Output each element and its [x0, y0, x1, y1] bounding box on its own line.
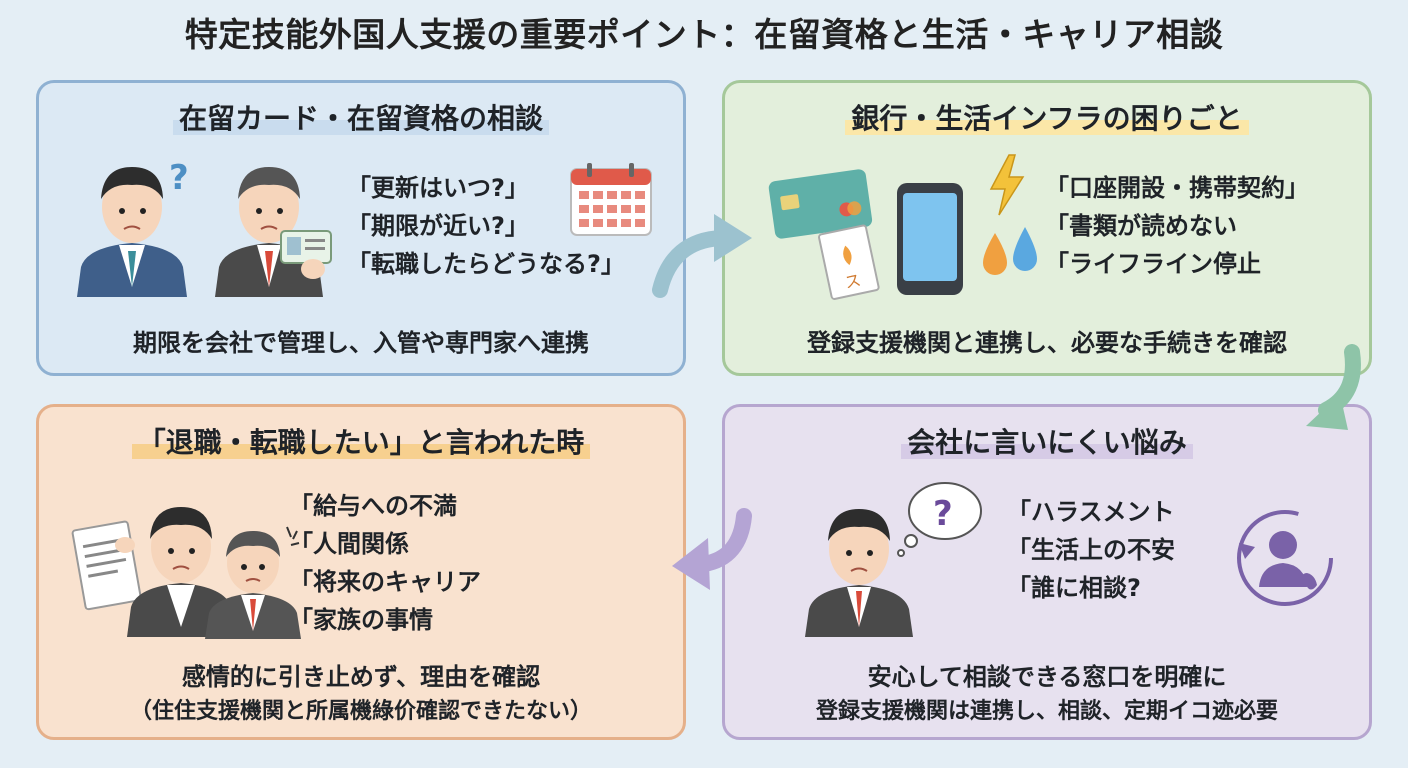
quote-item: 「将来のキャリア — [289, 568, 481, 596]
page-title: 特定技能外国人支援の重要ポイント：在留資格と生活・キャリア相談 — [184, 15, 1224, 54]
manager-worker-icon — [205, 526, 301, 639]
panel-infra-title: 銀行・生活インフラの困りごと — [725, 97, 1369, 137]
quote-item: 「給与への不満 — [289, 492, 457, 520]
panel-worries: 会社に言いにくい悩み ? 「ハラスメント 「生活上の不安 「誰に相談? 安心して… — [722, 404, 1372, 740]
quote-item: 「人間関係 — [289, 530, 409, 558]
flow-arrow-left-icon — [672, 508, 752, 590]
quote-item: 「生活上の不安 — [1007, 536, 1175, 564]
quote-item: 「期限が近い?」 — [347, 212, 529, 240]
bill-document-icon: ス — [818, 224, 880, 300]
svg-text:ス: ス — [843, 270, 863, 292]
worries-footer-sub: 登録支援機関は連携し、相談、定期イコ迹必要 — [815, 699, 1278, 724]
water-drop-icon — [983, 227, 1037, 275]
resign-footer: 感情的に引き止めず、理由を確認 — [181, 663, 541, 691]
panel-residence: 在留カード・在留資格の相談 ? 「更新はいつ?」 「期限が近い?」 「転職したら… — [36, 80, 686, 376]
thought-bubble-icon: ? — [897, 482, 982, 557]
resigning-worker-icon — [127, 507, 235, 637]
worried-worker-icon: ? — [77, 158, 189, 297]
troubled-worker-icon — [805, 509, 913, 637]
panel-resign: 「退職・転職したい」と言われた時 「給与への不満 「人間関係 「将来のキャリア … — [36, 404, 686, 740]
lightning-icon — [989, 154, 1025, 216]
resignation-letter-icon — [71, 520, 142, 611]
panel-resign-title: 「退職・転職したい」と言われた時 — [39, 421, 683, 461]
resign-quotes: 「給与への不満 「人間関係 「将来のキャリア 「家族の事情 — [289, 487, 481, 639]
quote-item: 「誰に相談? — [1007, 574, 1141, 602]
smartphone-icon — [897, 183, 963, 295]
question-mark-icon: ? — [169, 158, 189, 198]
support-hotline-icon — [1237, 510, 1333, 606]
panel-infra: 銀行・生活インフラの困りごと ス 「口座開設・携帯契約」 「書類が読めない 「ラ… — [722, 80, 1372, 376]
svg-text:?: ? — [933, 494, 953, 534]
panel-worries-title: 会社に言いにくい悩み — [725, 421, 1369, 461]
residence-footer: 期限を会社で管理し、入管や専門家へ連携 — [133, 329, 589, 357]
quote-item: 「書類が読めない — [1045, 212, 1237, 240]
calendar-icon — [570, 163, 652, 236]
panel-residence-title: 在留カード・在留資格の相談 — [39, 97, 683, 137]
infra-quotes: 「口座開設・携帯契約」 「書類が読めない 「ライフライン停止 — [1045, 169, 1309, 283]
quote-item: 「ライフライン停止 — [1045, 250, 1261, 278]
quote-item: 「更新はいつ?」 — [347, 174, 529, 202]
residence-quotes: 「更新はいつ?」 「期限が近い?」 「転職したらどうなる?」 — [347, 169, 625, 283]
quote-item: 「ハラスメント — [1007, 498, 1175, 526]
flow-arrow-right-icon — [652, 214, 752, 298]
resign-footer-sub: （住住支援機関と所属機綠价確認できたない） — [129, 699, 592, 724]
flow-arrow-down-icon — [1306, 344, 1361, 430]
quote-item: 「家族の事情 — [289, 606, 433, 634]
quote-item: 「口座開設・携帯契約」 — [1045, 174, 1309, 202]
infra-footer: 登録支援機関と連携し、必要な手続きを確認 — [807, 329, 1287, 357]
worries-quotes: 「ハラスメント 「生活上の不安 「誰に相談? — [1007, 493, 1175, 607]
worries-footer: 安心して相談できる窓口を明確に — [867, 663, 1227, 691]
worker-with-card-icon — [215, 167, 332, 297]
quote-item: 「転職したらどうなる?」 — [347, 250, 625, 278]
bank-card-icon — [768, 169, 873, 239]
